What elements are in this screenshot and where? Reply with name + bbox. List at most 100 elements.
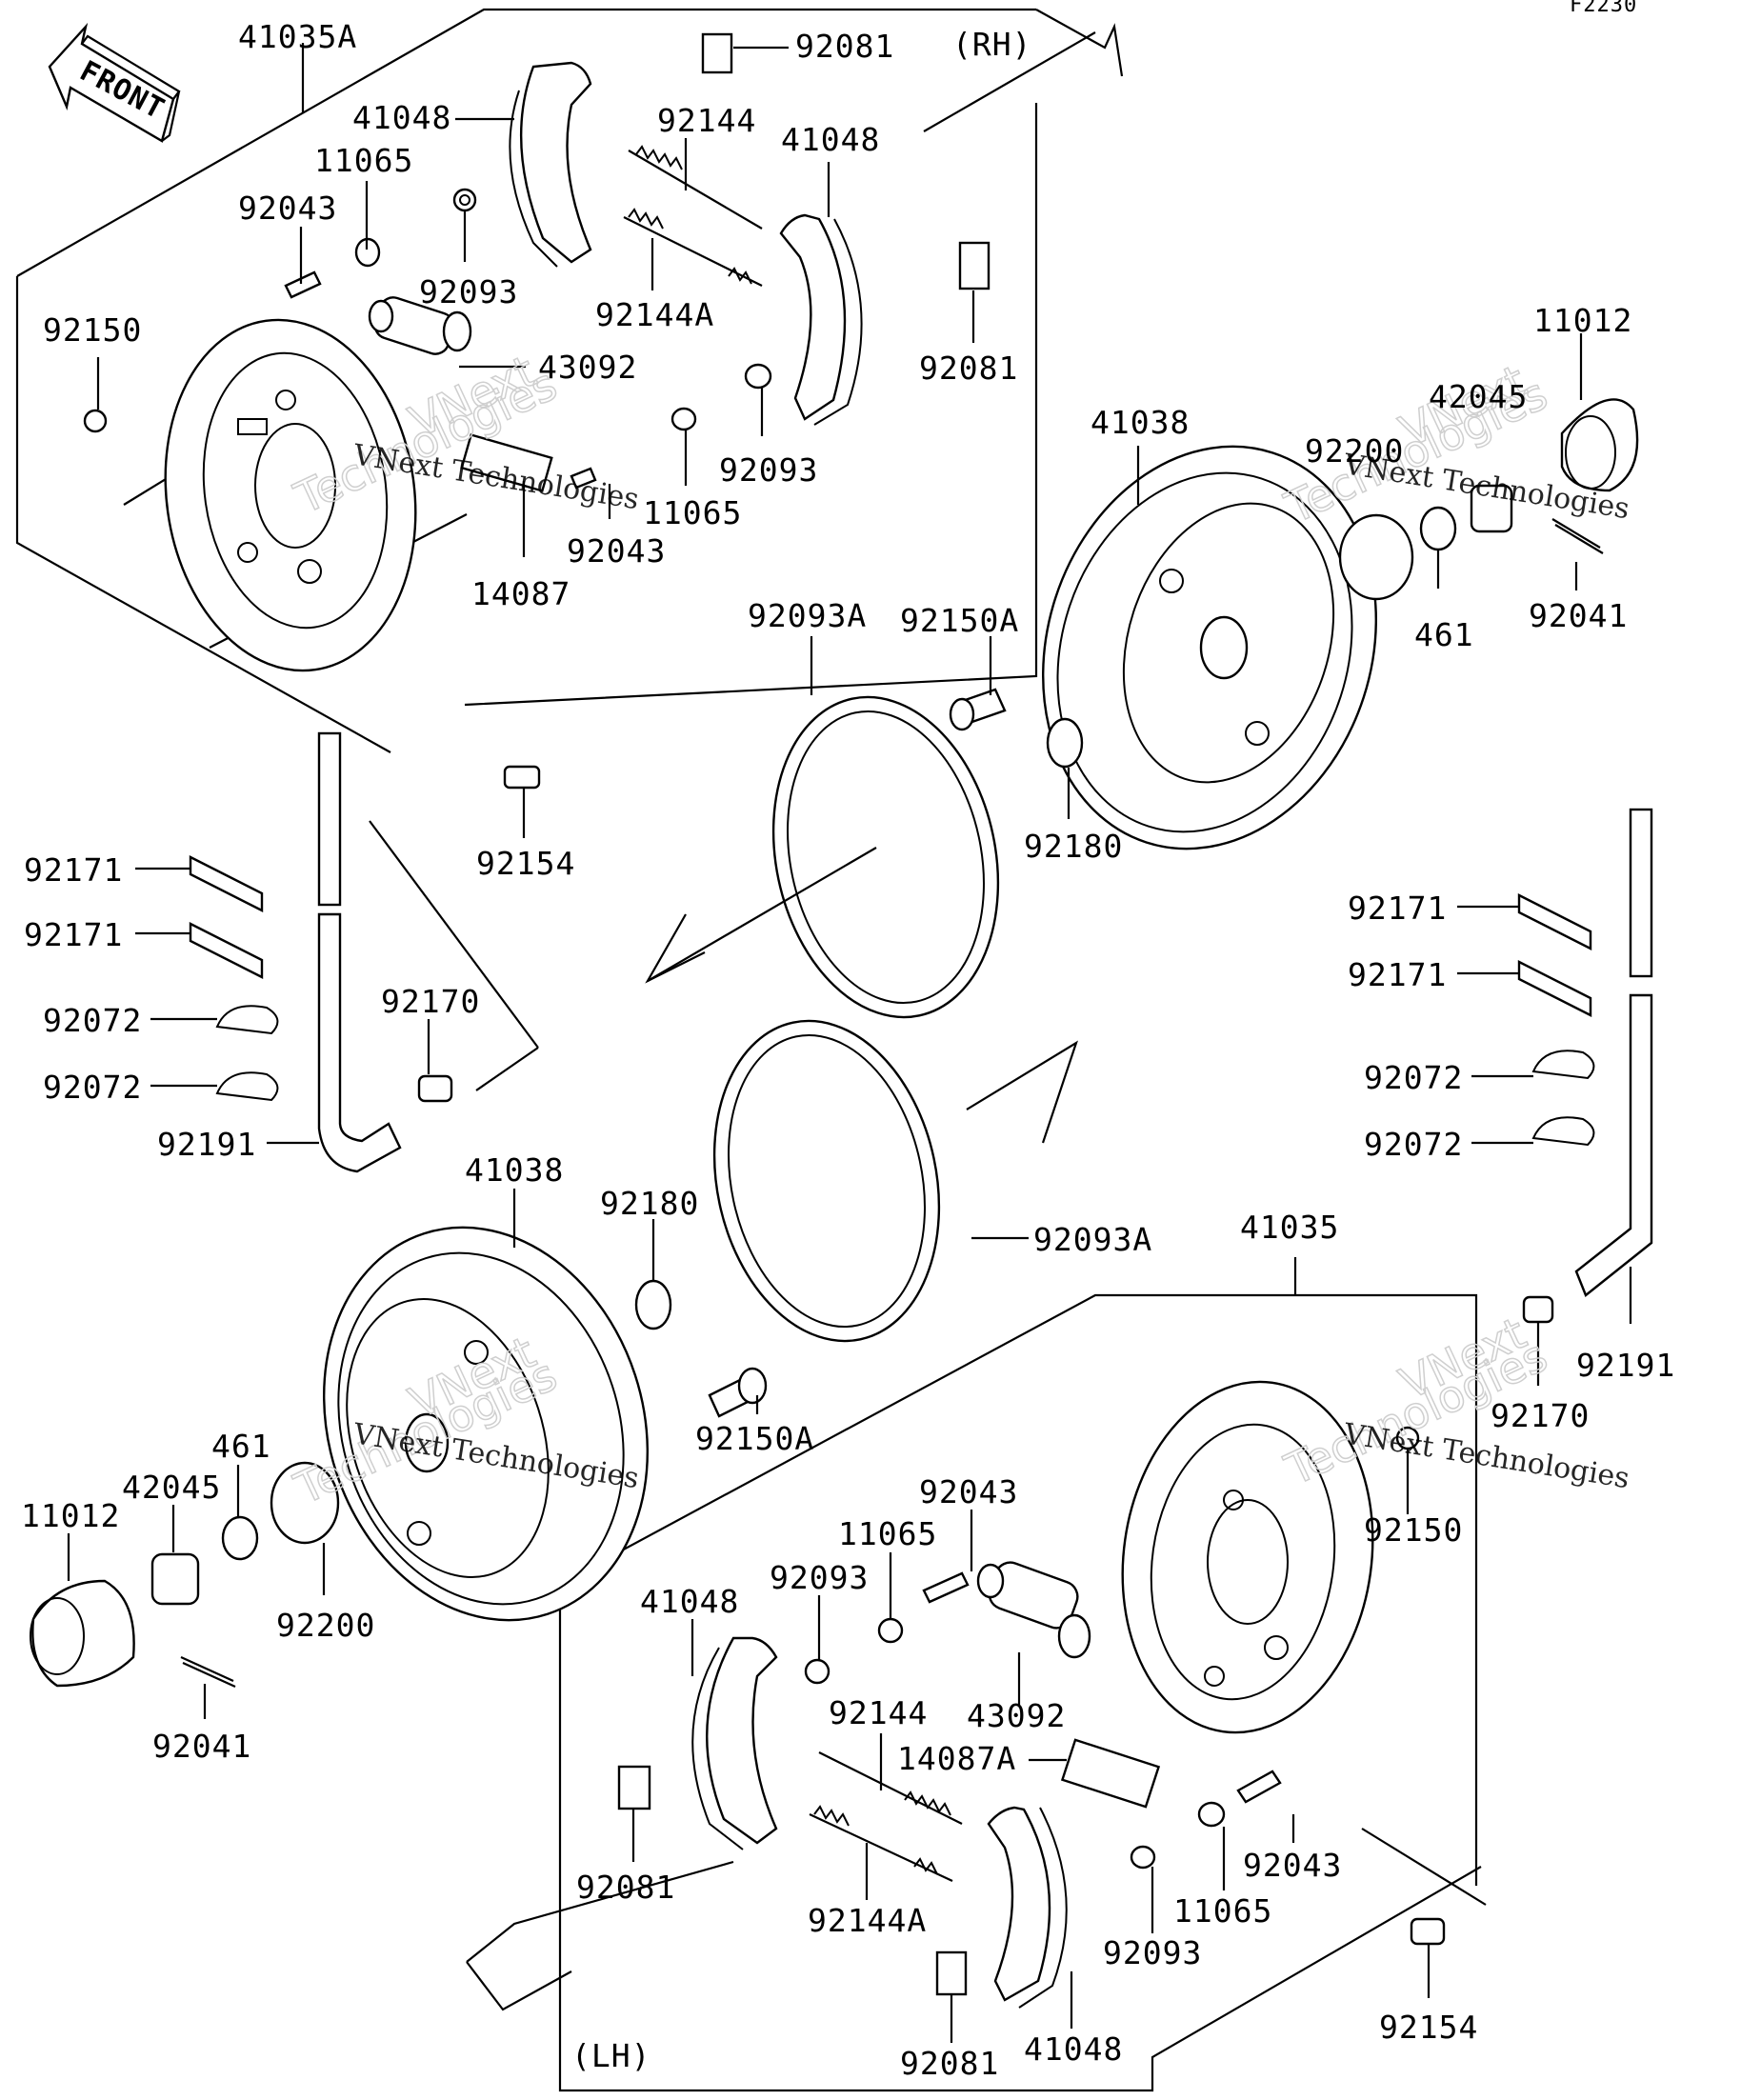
part-label: 41038 xyxy=(1091,404,1190,441)
clamp-92072-right-1 xyxy=(1531,1050,1595,1080)
part-label: 92144A xyxy=(808,1902,927,1939)
part-label: 92171 xyxy=(1348,890,1447,927)
part-label: 92043 xyxy=(919,1473,1018,1510)
part-label: 92171 xyxy=(1348,956,1447,993)
brake-shoe-rh-a xyxy=(509,61,592,268)
part-label: 461 xyxy=(1414,616,1474,653)
part-label: 92081 xyxy=(795,28,894,65)
part-label: 92150A xyxy=(695,1420,814,1457)
part-label: 92043 xyxy=(567,532,666,570)
adjuster-14087A xyxy=(1060,1738,1161,1809)
part-label: 11065 xyxy=(1173,1892,1272,1930)
part-label: 92093 xyxy=(419,273,518,310)
part-label: 11012 xyxy=(1533,302,1632,339)
part-label: 92191 xyxy=(157,1126,256,1163)
part-label: 41048 xyxy=(1024,2030,1123,2068)
brake-hose-right xyxy=(1574,808,1653,1297)
wheel-cylinder-lh xyxy=(976,1561,1091,1659)
part-label: 92200 xyxy=(1305,432,1404,470)
castle-nut-42045-lh xyxy=(150,1552,200,1606)
adjuster-14087 xyxy=(460,433,553,492)
part-label: 92144A xyxy=(595,296,714,333)
part-label: 92180 xyxy=(600,1185,699,1222)
stud-92150A-lh xyxy=(708,1367,768,1418)
cotter-pin-92041-rh xyxy=(1551,518,1604,554)
spring-clip-rh-a xyxy=(701,32,733,74)
part-label: 42045 xyxy=(1429,378,1528,415)
hub-cap-11012-lh xyxy=(30,1579,135,1688)
part-label: 92154 xyxy=(1379,2009,1478,2046)
hub-cap-11012-rh xyxy=(1560,398,1639,492)
part-label: 92093 xyxy=(770,1559,869,1596)
brake-panel-lh xyxy=(1121,1380,1374,1734)
part-label: 92072 xyxy=(43,1069,142,1106)
part-label: 41048 xyxy=(640,1583,739,1620)
part-label: 92072 xyxy=(43,1002,142,1039)
spring-clip-rh-b xyxy=(958,241,991,290)
clip-92170-right xyxy=(1522,1295,1554,1324)
spring-clip-lh-a xyxy=(617,1765,651,1810)
pin-rh-b xyxy=(570,467,597,490)
part-label: 41035 xyxy=(1240,1209,1339,1246)
bleeder-92154-rh xyxy=(503,765,541,790)
part-label: 92041 xyxy=(152,1728,251,1765)
label-plate-92171-left-1 xyxy=(189,855,264,912)
bolt-rh-92150 xyxy=(83,409,108,433)
part-label: 92180 xyxy=(1024,828,1123,865)
part-label: 92170 xyxy=(381,983,480,1020)
cup-rh-b xyxy=(670,407,697,431)
part-label: 92081 xyxy=(919,350,1018,387)
washer-rh-a xyxy=(452,188,477,212)
label-plate-92171-left-2 xyxy=(189,922,264,979)
part-label: 42045 xyxy=(122,1469,221,1506)
part-label: 92043 xyxy=(238,190,337,227)
leader-lines xyxy=(67,43,1632,2043)
part-label: 11012 xyxy=(21,1497,120,1534)
lh-side-label: (LH) xyxy=(571,2037,650,2074)
part-label: 92081 xyxy=(900,2045,999,2082)
seal-92093A-rh xyxy=(645,695,1000,1019)
brake-panel-rh xyxy=(164,318,417,672)
front-arrow-icon: FRONT xyxy=(48,22,181,143)
part-label: 11065 xyxy=(314,142,413,179)
brake-hose-left xyxy=(317,731,402,1173)
brake-shoe-lh-b xyxy=(987,1806,1068,2009)
part-label: 92171 xyxy=(24,851,123,889)
spring-clip-lh-b xyxy=(935,1950,968,1996)
part-label: 461 xyxy=(211,1428,271,1465)
brake-drum-rh xyxy=(1042,445,1377,850)
washer-lh-a xyxy=(877,1617,904,1644)
figure-code: F2230 xyxy=(1570,0,1637,17)
label-plate-92171-right-1 xyxy=(1517,893,1592,950)
part-label: 11065 xyxy=(838,1515,937,1552)
part-labels: 41035A 41048 92081 92144 41048 11065 920… xyxy=(21,18,1674,2082)
part-label: 41035A xyxy=(238,18,357,55)
part-label: 92144 xyxy=(829,1694,928,1731)
part-label: 92144 xyxy=(657,102,756,139)
part-label: 92154 xyxy=(476,845,575,882)
oring-92180-lh xyxy=(634,1279,672,1330)
part-label: 43092 xyxy=(538,349,637,386)
part-label: 92081 xyxy=(576,1869,675,1906)
seal-92093A-lh xyxy=(712,1019,1078,1343)
return-spring-lh xyxy=(818,1751,963,1825)
part-label: 92072 xyxy=(1364,1126,1463,1163)
part-label: 92043 xyxy=(1243,1847,1342,1884)
part-label: 92150 xyxy=(43,311,142,349)
rh-side-label: (RH) xyxy=(952,26,1031,63)
cup-lh-b xyxy=(1130,1845,1156,1870)
part-label: 92093A xyxy=(1033,1221,1152,1258)
lockwasher-461-lh xyxy=(221,1515,259,1561)
part-label: 43092 xyxy=(967,1697,1066,1734)
return-spring-a-rh xyxy=(623,208,763,287)
washer-92200-rh xyxy=(1338,513,1414,601)
part-label: 41038 xyxy=(465,1151,564,1189)
part-label: 92093 xyxy=(719,451,818,489)
brake-drum-lh xyxy=(322,1226,650,1622)
part-label: 92093A xyxy=(748,597,867,634)
pin-lh-a xyxy=(922,1571,970,1604)
part-label: 92150A xyxy=(900,602,1019,639)
part-label: 41048 xyxy=(781,121,880,158)
part-label: 92041 xyxy=(1529,597,1628,634)
